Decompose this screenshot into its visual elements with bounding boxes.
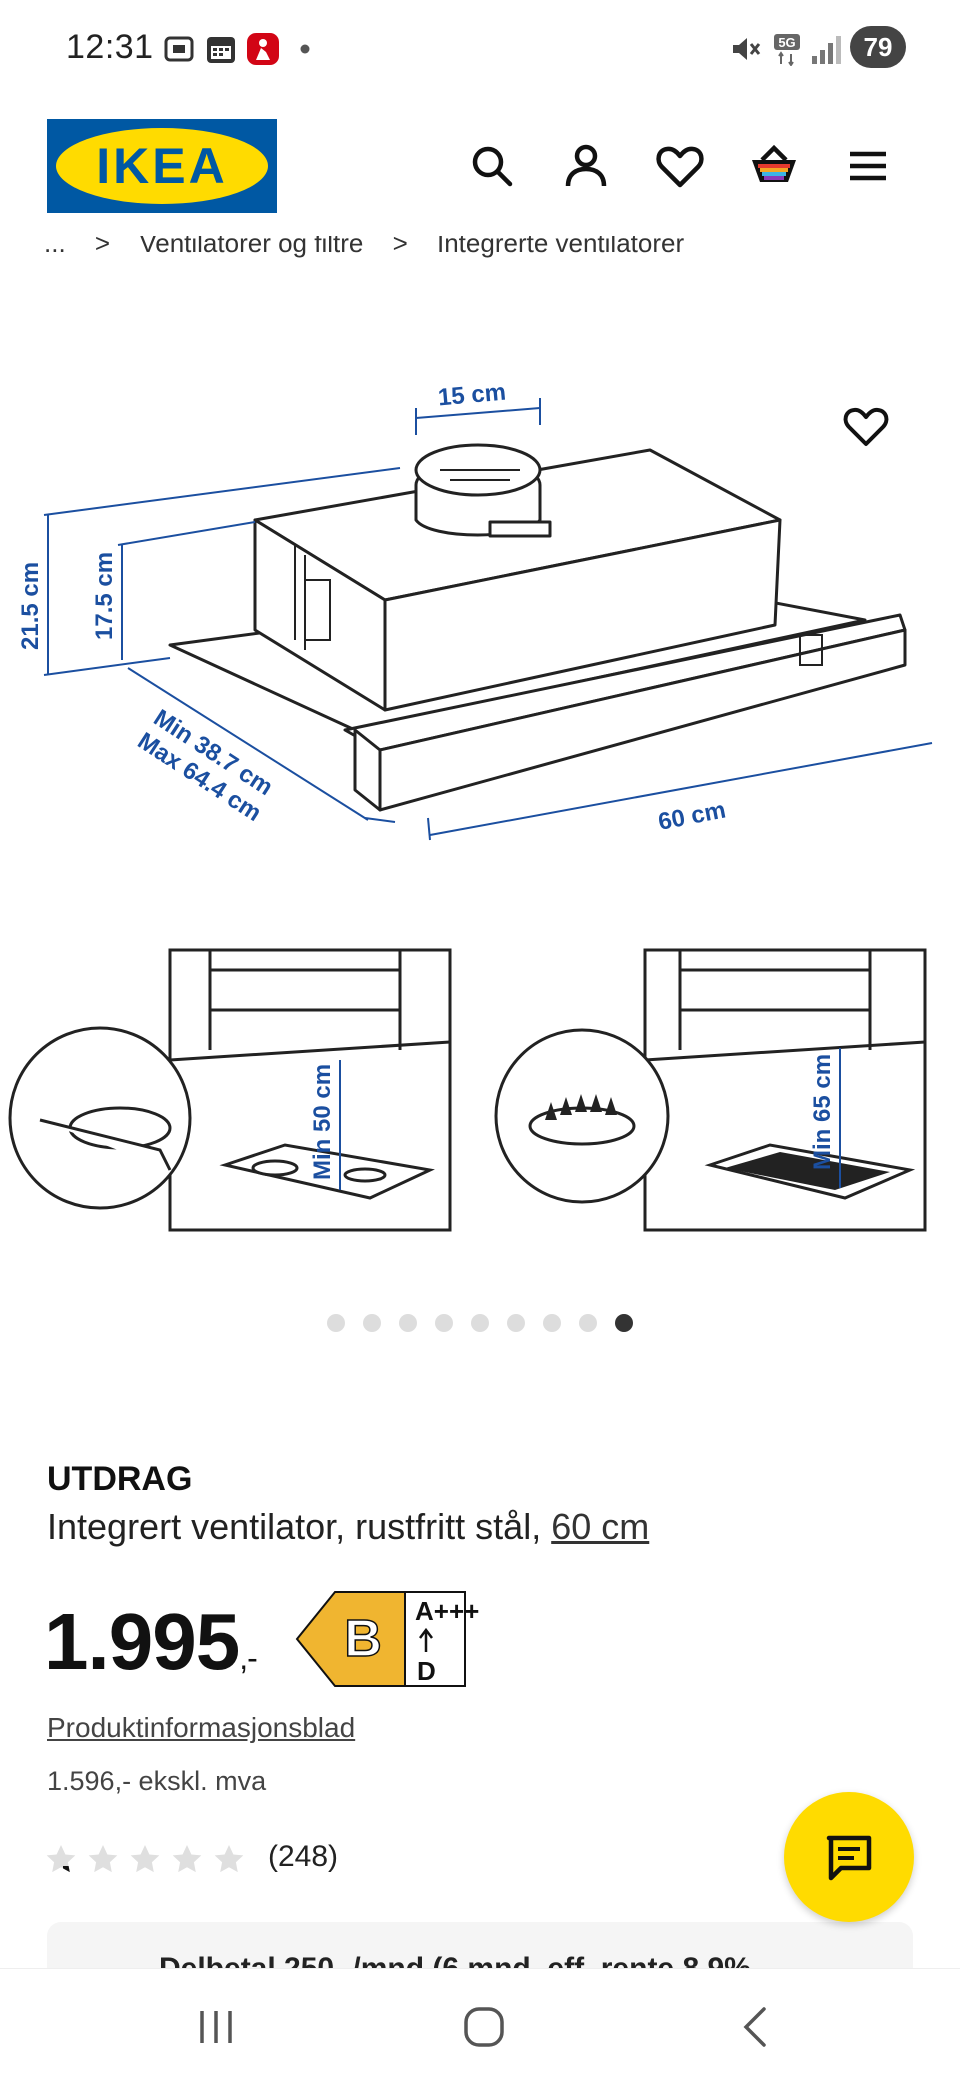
breadcrumb-separator: > — [392, 236, 408, 258]
product-info-sheet-link[interactable]: Produktinformasjonsblad — [47, 1712, 356, 1743]
energy-label-badge[interactable]: B A+++ D — [295, 1590, 495, 1688]
site-header: IKEA — [0, 96, 960, 236]
svg-text:D: D — [417, 1656, 436, 1686]
breadcrumb-separator: > — [94, 236, 111, 258]
svg-text:15 cm: 15 cm — [437, 379, 507, 412]
star-empty-icon — [46, 1845, 76, 1873]
rating-stars[interactable] — [44, 1838, 254, 1878]
svg-text:17.5 cm: 17.5 cm — [91, 552, 118, 640]
star-empty-icon — [88, 1845, 118, 1873]
product-description: Integrert ventilator, rustfritt stål, 60… — [47, 1506, 649, 1548]
svg-text:Min 65 cm: Min 65 cm — [809, 1054, 836, 1170]
notification-dot-icon — [300, 44, 310, 54]
product-dimension-drawing: 15 cm 21.5 cm 17.5 cm Min 38.7 cm Max 64… — [8, 379, 933, 1232]
rating-count[interactable]: (248) — [268, 1840, 339, 1873]
carousel-dot[interactable] — [471, 1314, 489, 1332]
screenshot-icon — [164, 36, 194, 62]
account-icon[interactable] — [560, 140, 612, 192]
carousel-dot[interactable] — [579, 1314, 597, 1332]
star-filled-icon — [63, 1866, 70, 1873]
logo-ellipse — [56, 128, 268, 204]
status-bar: 12:31 5G 79 — [0, 0, 960, 92]
breadcrumb-item-integrerte[interactable]: Integrerte ventilatorer — [437, 236, 685, 258]
price-suffix: ,- — [239, 1640, 258, 1676]
signal-5g-icon: 5G — [774, 34, 841, 66]
ikea-logo[interactable]: IKEA — [47, 119, 277, 213]
status-time: 12:31 — [66, 28, 154, 66]
mute-icon — [733, 38, 761, 60]
heart-icon[interactable] — [654, 140, 706, 192]
svg-text:60 cm: 60 cm — [656, 796, 728, 835]
carousel-dot[interactable] — [363, 1314, 381, 1332]
carousel-dot[interactable] — [543, 1314, 561, 1332]
price-value: 1.995 — [44, 1597, 240, 1686]
chat-icon — [826, 1835, 872, 1881]
svg-text:B: B — [344, 1610, 382, 1668]
star-empty-icon — [172, 1845, 202, 1873]
recent-apps-icon[interactable] — [194, 2005, 238, 2049]
carousel-dot[interactable] — [327, 1314, 345, 1332]
logo-text: IKEA — [96, 138, 228, 194]
carousel-dot[interactable] — [435, 1314, 453, 1332]
product-size-link[interactable]: 60 cm — [551, 1506, 650, 1547]
svg-text:5G: 5G — [778, 35, 795, 50]
star-empty-icon — [214, 1845, 244, 1873]
back-icon[interactable] — [734, 2005, 778, 2049]
battery-indicator: 79 — [850, 26, 906, 68]
price-excl-vat: 1.596,- ekskl. mva — [47, 1766, 267, 1796]
carousel-dot[interactable] — [399, 1314, 417, 1332]
star-empty-icon — [130, 1845, 160, 1873]
breadcrumb-item-ellipsis[interactable]: ... — [44, 236, 66, 258]
menu-icon[interactable] — [842, 140, 894, 192]
breadcrumb: ... > Ventilatorer og filtre > Integrert… — [44, 236, 706, 266]
breadcrumb-item-ventilatorer[interactable]: Ventilatorer og filtre — [139, 236, 364, 258]
home-icon[interactable] — [462, 2005, 506, 2049]
add-to-favourites-icon[interactable] — [840, 400, 892, 452]
carousel-pagination — [0, 1314, 960, 1338]
carousel-dot[interactable] — [507, 1314, 525, 1332]
product-price: 1.995,- — [44, 1596, 258, 1688]
cart-icon[interactable] — [748, 140, 800, 192]
svg-text:Min 50 cm: Min 50 cm — [309, 1064, 336, 1180]
system-navigation-bar — [0, 1968, 960, 2080]
bundesliga-icon — [247, 33, 279, 65]
chat-button[interactable] — [784, 1792, 914, 1922]
product-image-gallery[interactable]: 15 cm 21.5 cm 17.5 cm Min 38.7 cm Max 64… — [0, 290, 960, 1270]
svg-text:21.5 cm: 21.5 cm — [17, 562, 44, 650]
search-icon[interactable] — [466, 140, 518, 192]
product-description-text: Integrert ventilator, rustfritt stål, — [47, 1506, 552, 1547]
product-name: UTDRAG — [47, 1460, 193, 1498]
svg-text:A+++: A+++ — [415, 1596, 479, 1626]
calendar-icon — [207, 37, 235, 63]
carousel-dot[interactable] — [615, 1314, 633, 1332]
